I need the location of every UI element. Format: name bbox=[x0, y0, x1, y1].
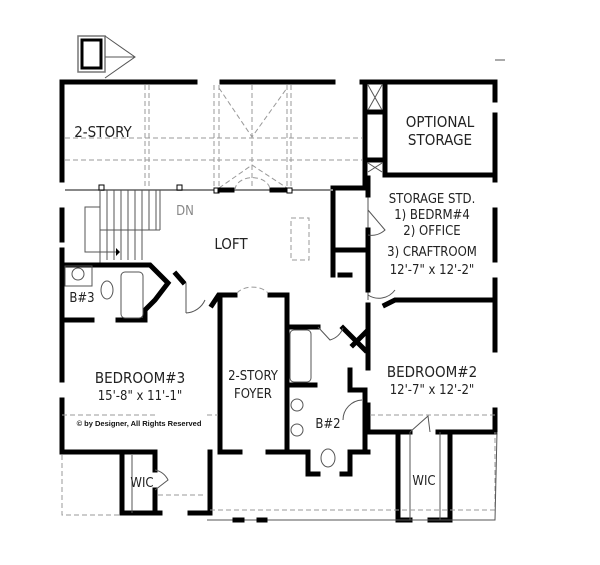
room-label-wic-left: WIC bbox=[130, 476, 153, 491]
bath-3-walls bbox=[59, 262, 206, 323]
room-label-wic-right: WIC bbox=[412, 474, 435, 489]
bath-2-walls bbox=[285, 323, 371, 468]
copyright-notice: © by Designer, All Rights Reserved bbox=[77, 419, 202, 428]
bedroom-2-dimensions: 12'-7" x 12'-2" bbox=[390, 383, 475, 398]
room-label-foyer: 2-STORY bbox=[228, 369, 279, 384]
storage-dimensions: 12'-7" x 12'-2" bbox=[390, 263, 475, 278]
open-to-below-lines bbox=[65, 85, 362, 189]
room-label-bedroom-2: BEDROOM#2 bbox=[387, 363, 477, 381]
stair-down-label: DN bbox=[176, 204, 194, 219]
storage-option-3: 3) CRAFTROOM bbox=[387, 245, 477, 260]
room-label-foyer-2: FOYER bbox=[234, 387, 272, 402]
room-label-loft: LOFT bbox=[214, 235, 248, 253]
closet-walls bbox=[61, 414, 498, 523]
storage-option-2: 2) OFFICE bbox=[403, 224, 460, 239]
bedroom-3-dimensions: 15'-8" x 11'-1" bbox=[98, 389, 183, 404]
foyer-walls bbox=[187, 286, 371, 516]
chimney-icon bbox=[77, 35, 136, 79]
staircase bbox=[84, 190, 310, 265]
room-label-bath-2: B#2 bbox=[315, 417, 340, 432]
room-label-2-story: 2-STORY bbox=[74, 123, 132, 141]
room-label-optional-storage-2: STORAGE bbox=[408, 131, 472, 149]
room-label-optional-storage: OPTIONAL bbox=[406, 113, 475, 131]
room-label-bath-3: B#3 bbox=[69, 291, 94, 306]
room-label-bedroom-3: BEDROOM#3 bbox=[95, 369, 185, 387]
loft-railing bbox=[65, 177, 333, 194]
room-label-storage-std: STORAGE STD. bbox=[389, 192, 476, 207]
storage-option-1: 1) BEDRM#4 bbox=[394, 208, 470, 223]
